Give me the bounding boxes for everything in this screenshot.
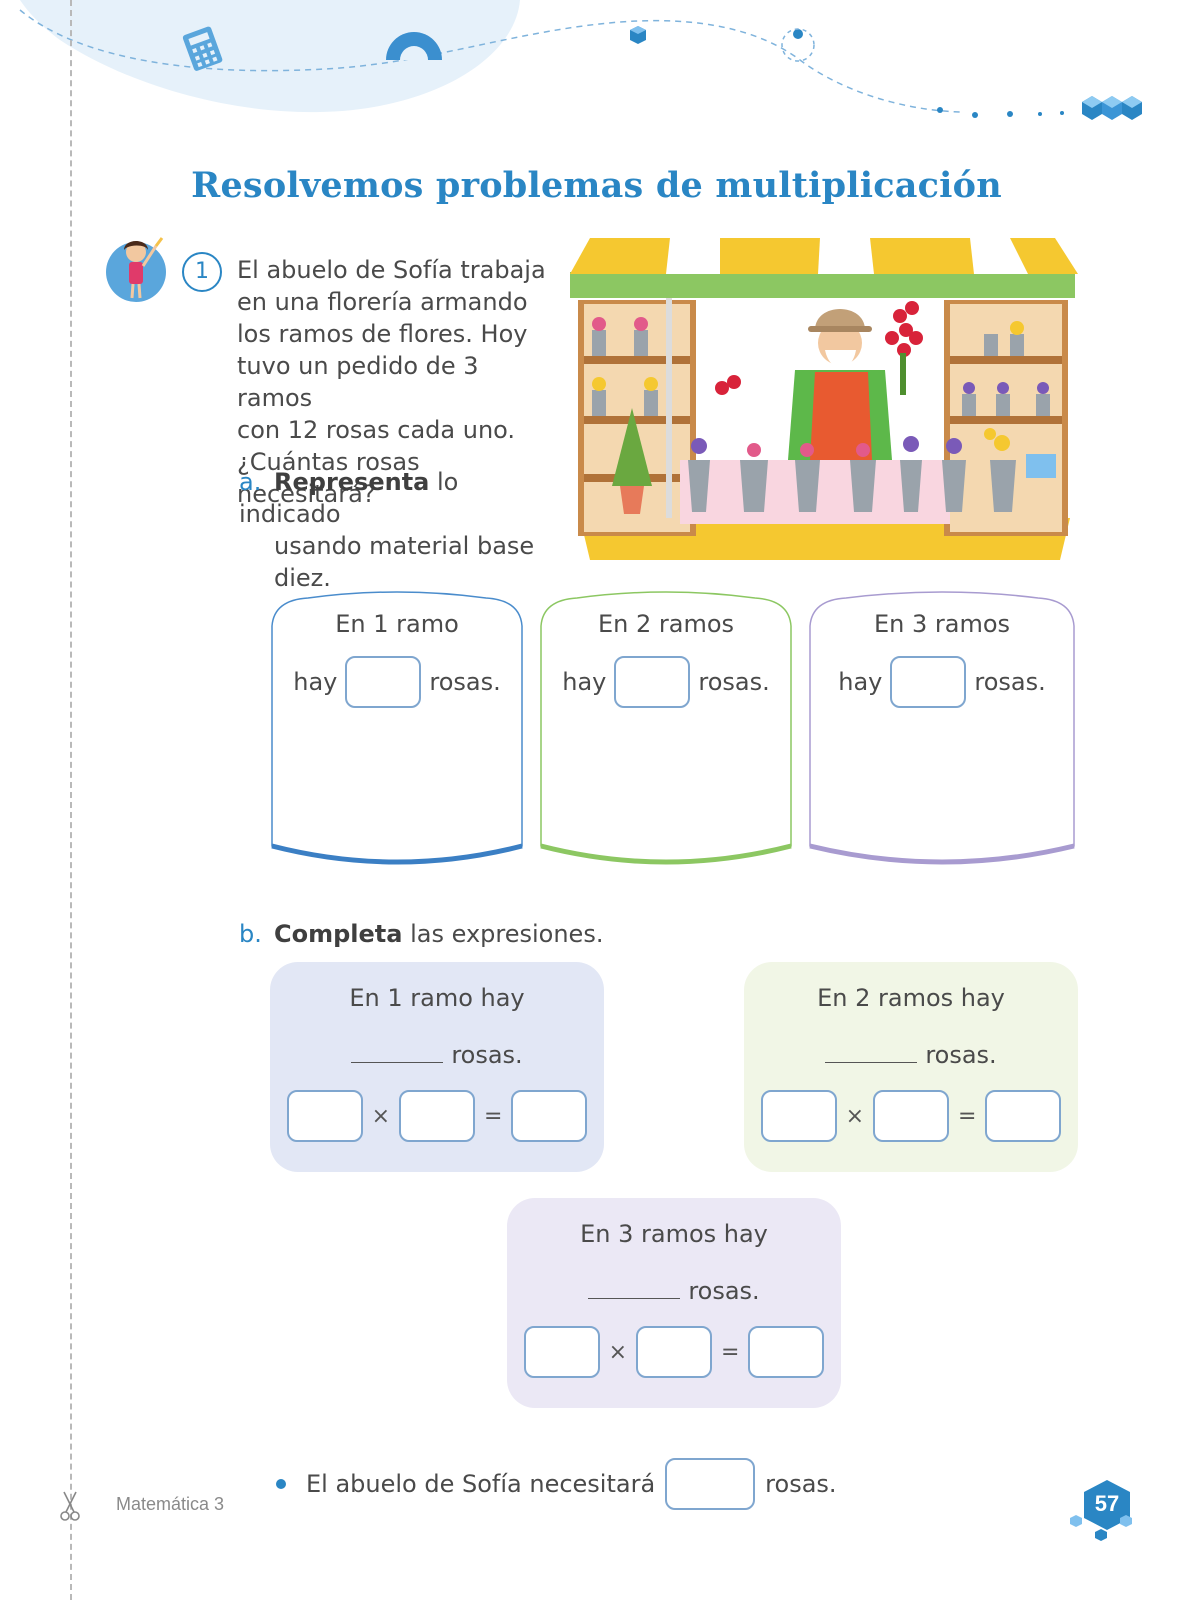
hay-label: hay [838,668,883,696]
rep-row: hay rosas. [537,656,795,708]
rosas-label: rosas. [698,668,770,696]
rosas-label: rosas. [925,1041,997,1069]
cut-line [70,0,72,1600]
card-blank-row: rosas. [270,1040,604,1069]
problem-number: 1 [182,252,222,292]
blank-line[interactable] [351,1040,444,1063]
hay-label: hay [293,668,338,696]
scissors-icon [60,1491,80,1521]
part-b-text: las expresiones. [402,920,604,948]
expression-card-3: En 3 ramos hay rosas. × = [507,1198,841,1408]
rosas-label: rosas. [451,1041,523,1069]
part-b-verb: Completa [274,920,403,948]
page-title: Resolvemos problemas de multiplicación [191,165,1002,206]
girl-avatar [106,237,166,302]
final-answer: El abuelo de Sofía necesitará rosas. [276,1458,837,1510]
part-a-verb: Representa [274,468,430,496]
rep-title: En 1 ramo [335,610,459,638]
card-title: En 3 ramos hay [580,1220,768,1248]
problem-line: ¿Cuántas rosas necesitará? [237,448,420,508]
expression-card-1: En 1 ramo hay rosas. × = [270,962,604,1172]
part-a-instruction: a. Representa lo indicado usando material… [239,466,559,594]
card-blank-row: rosas. [507,1276,841,1305]
page-number: 57 [1082,1480,1132,1530]
calculator-icon [182,26,223,71]
problem-line: en una florería armando [237,288,528,316]
rep-row: hay rosas. [268,656,526,708]
times-sign: × [608,1339,627,1365]
card-title: En 2 ramos hay [817,984,1005,1012]
blank-line[interactable] [825,1040,918,1063]
final-text: El abuelo de Sofía necesitará [306,1470,656,1498]
times-sign: × [845,1103,864,1129]
times-sign: × [371,1103,390,1129]
blank-line[interactable] [588,1276,681,1299]
product-box[interactable] [748,1326,825,1378]
hay-label: hay [562,668,607,696]
problem-statement: El abuelo de Sofía trabaja en una florer… [237,254,557,510]
cubes-icon [1082,96,1142,120]
cube-decoration-icon [1070,1515,1132,1541]
factor-box[interactable] [523,1326,600,1378]
problem-line: los ramos de flores. Hoy [237,320,528,348]
expression-card-2: En 2 ramos hay rosas. × = [744,962,1078,1172]
answer-box[interactable] [345,656,422,708]
rep-title: En 3 ramos [873,610,1011,638]
part-a-line2: usando material base [274,532,535,560]
part-a-line3: diez. [274,564,331,592]
equals-sign: = [721,1339,740,1365]
problem-line: El abuelo de Sofía trabaja [237,256,546,284]
factor-box[interactable] [760,1090,837,1142]
answer-box[interactable] [614,656,691,708]
product-box[interactable] [511,1090,588,1142]
rosas-label: rosas. [688,1277,760,1305]
rep-box-3: En 3 ramos hay rosas. [806,590,1078,890]
page-number-text: 57 [1094,1491,1120,1516]
final-answer-box[interactable] [665,1458,756,1510]
rosas-label: rosas. [429,668,501,696]
factor-box[interactable] [636,1326,712,1378]
factor-box[interactable] [873,1090,949,1142]
answer-box[interactable] [890,656,967,708]
book-name: Matemática 3 [116,1494,225,1514]
cube-icon [630,26,646,44]
flower-shop-illustration [570,238,1078,560]
equation-row: × = [270,1090,604,1142]
product-box[interactable] [985,1090,1062,1142]
part-a-text: lo indicado [239,468,459,528]
final-rosas: rosas. [765,1470,837,1498]
card-title: En 1 ramo hay [349,984,525,1012]
equals-sign: = [484,1103,503,1129]
rep-box-1: En 1 ramo hay rosas. [268,590,526,890]
rep-box-2: En 2 ramos hay rosas. [537,590,795,890]
part-b-letter: b. [239,920,262,948]
part-b-instruction: b. Completa las expresiones. [239,920,603,948]
header-decoration [19,0,1142,120]
card-blank-row: rosas. [744,1040,1078,1069]
factor-box[interactable] [399,1090,475,1142]
protractor-icon [386,32,442,60]
factor-box[interactable] [286,1090,363,1142]
rep-row: hay rosas. [806,656,1078,708]
part-a-letter: a. [239,468,262,496]
rep-title: En 2 ramos [597,610,735,638]
bullet-icon [276,1479,286,1489]
problem-line: tuvo un pedido de 3 ramos [237,352,479,412]
rosas-label: rosas. [974,668,1046,696]
problem-line: con 12 rosas cada uno. [237,416,516,444]
equation-row: × = [507,1326,841,1378]
equals-sign: = [958,1103,977,1129]
equation-row: × = [744,1090,1078,1142]
